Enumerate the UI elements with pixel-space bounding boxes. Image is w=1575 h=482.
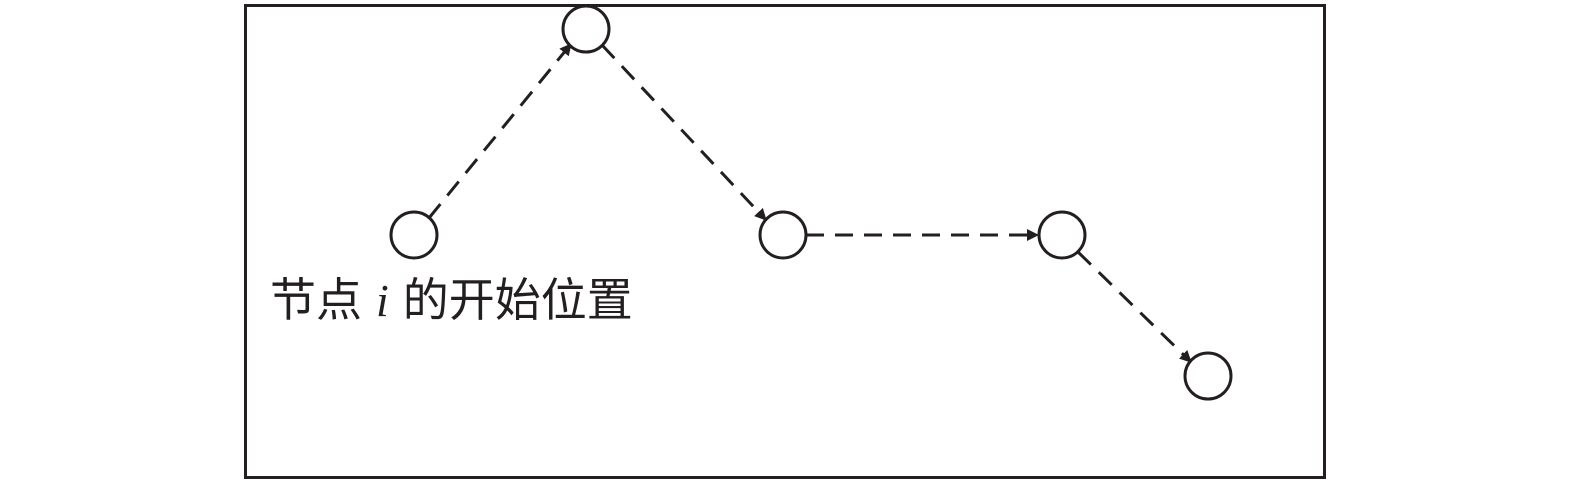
start-position-caption: 节点 i 的开始位置: [270, 270, 633, 331]
node-3: [758, 210, 808, 260]
caption-prefix: 节点: [270, 273, 362, 327]
caption-variable: i: [376, 275, 389, 326]
node-5: [1183, 351, 1233, 401]
caption-suffix: 的开始位置: [402, 273, 633, 327]
node-4: [1037, 210, 1087, 260]
node-start: [389, 210, 439, 260]
edge-2: [600, 43, 768, 222]
diagram-frame: [244, 4, 1326, 479]
node-2: [561, 4, 611, 54]
edge-4: [1076, 250, 1193, 364]
edge-1: [427, 43, 573, 219]
